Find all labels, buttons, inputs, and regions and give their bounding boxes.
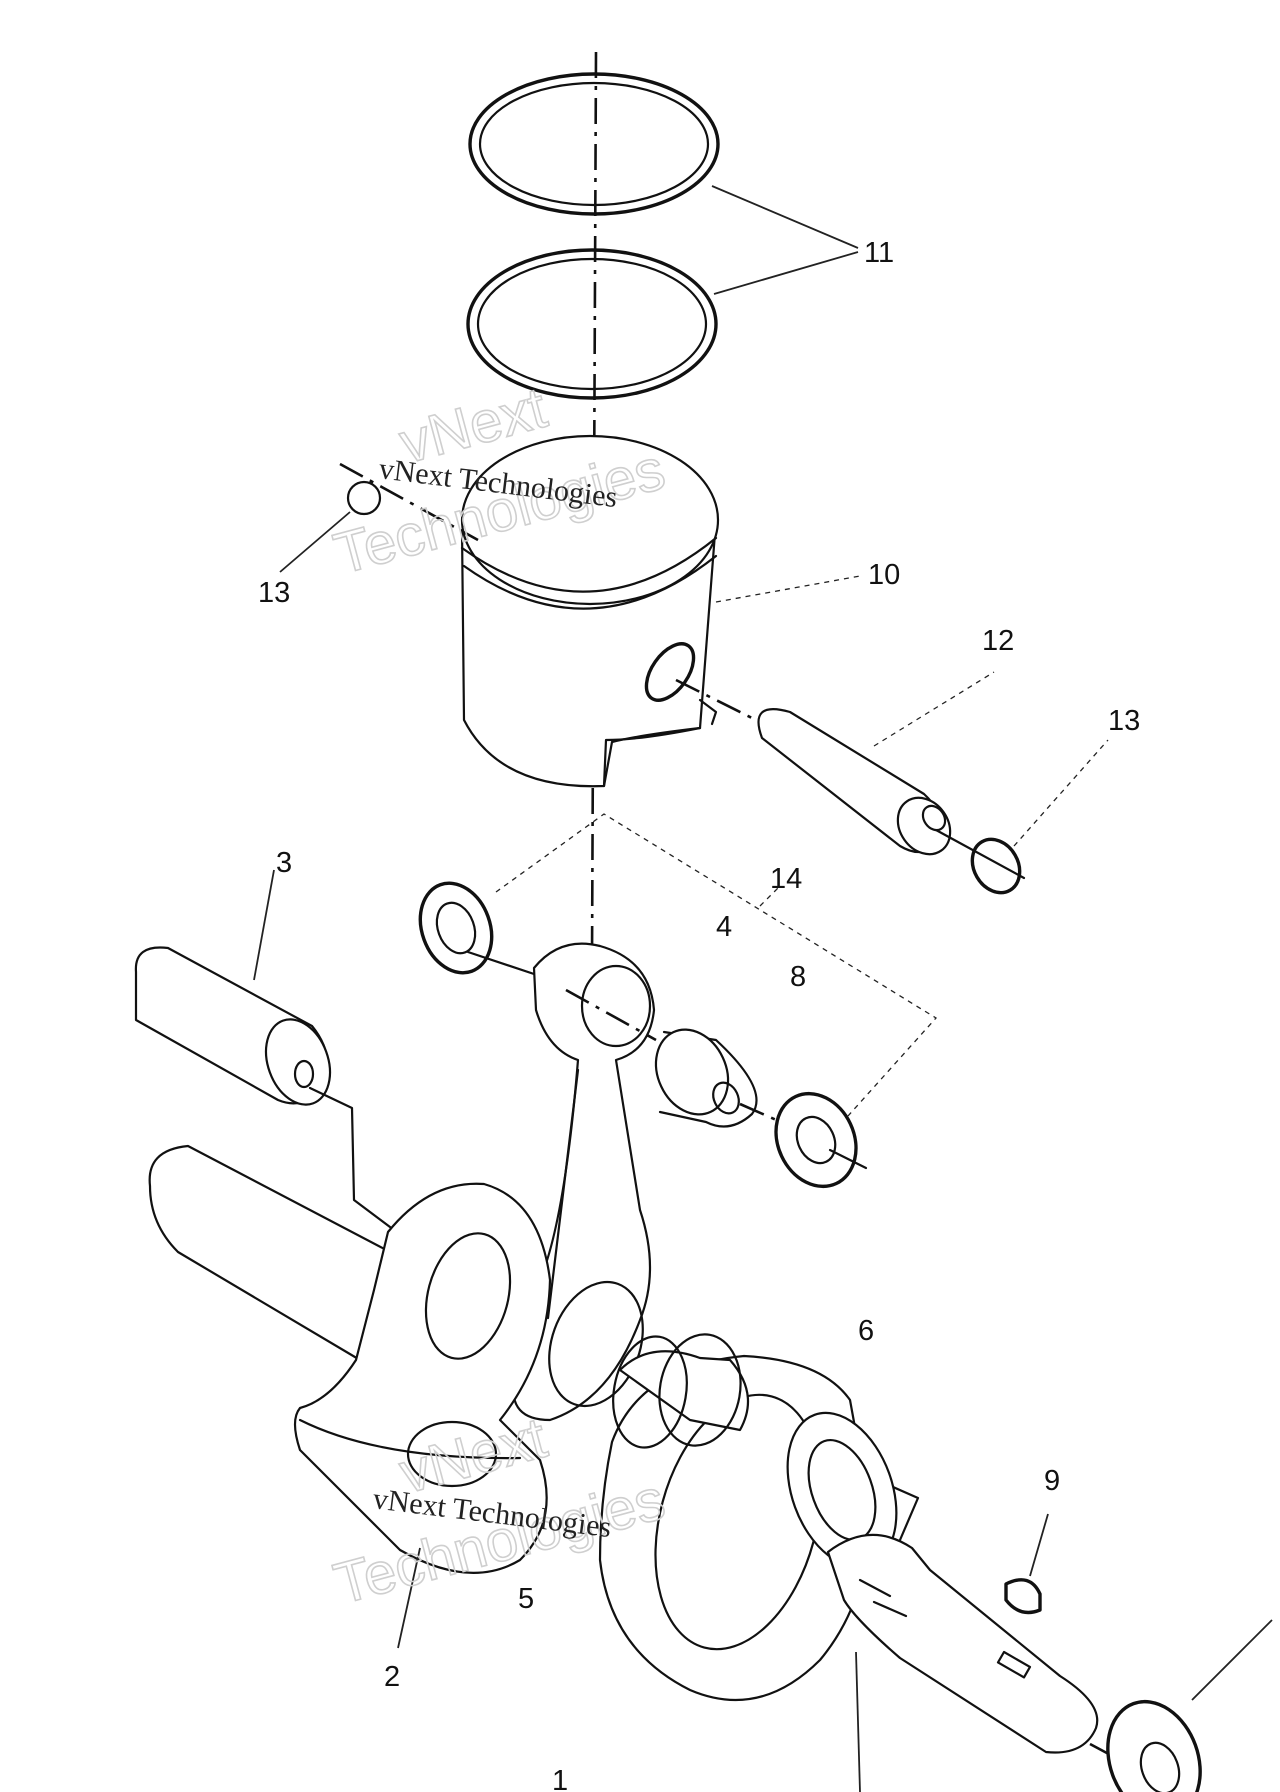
label-6: 6 xyxy=(858,1315,874,1347)
thrust-washer-right xyxy=(774,1091,868,1189)
label-5: 5 xyxy=(518,1583,534,1615)
leader-10 xyxy=(715,575,861,603)
leader-14 xyxy=(759,885,781,907)
leader-12 xyxy=(873,671,995,747)
small-end-bearing xyxy=(654,1028,791,1128)
label-9: 9 xyxy=(1044,1465,1060,1497)
oil-seal xyxy=(1106,1699,1202,1792)
leader-13a xyxy=(279,511,351,573)
piston xyxy=(460,434,720,788)
label-13-left: 13 xyxy=(258,577,290,609)
leader-oil-seal xyxy=(1191,1619,1273,1701)
leader-13b xyxy=(1013,739,1109,847)
crankshaft-left-half xyxy=(148,1144,552,1574)
crankshaft-output-shaft xyxy=(826,1533,1121,1762)
label-10: 10 xyxy=(868,559,900,591)
woodruff-key xyxy=(1004,1578,1042,1615)
leader-11b xyxy=(713,251,859,295)
label-12: 12 xyxy=(982,625,1014,657)
label-1: 1 xyxy=(552,1765,568,1792)
piston-pin-clip-left xyxy=(339,462,479,542)
label-3: 3 xyxy=(276,847,292,879)
leader-11a xyxy=(711,185,859,249)
leader-3 xyxy=(253,869,275,981)
piston-center-axis xyxy=(590,51,598,961)
piston-ring-upper xyxy=(468,72,720,216)
label-4: 4 xyxy=(716,911,732,943)
crank-pin xyxy=(134,946,396,1232)
piston-pin-clip-right xyxy=(970,837,1022,895)
label-2: 2 xyxy=(384,1661,400,1693)
label-11: 11 xyxy=(864,237,894,269)
label-8: 8 xyxy=(790,961,806,993)
piston-pin xyxy=(675,678,1026,880)
label-14: 14 xyxy=(770,863,802,895)
piston-ring-lower xyxy=(466,248,718,400)
leader-1 xyxy=(855,1651,861,1792)
main-bearing xyxy=(612,1333,898,1569)
leader-2 xyxy=(397,1547,421,1649)
label-13-right: 13 xyxy=(1108,705,1140,737)
thrust-washer-left xyxy=(418,881,542,978)
leader-9 xyxy=(1029,1513,1049,1577)
